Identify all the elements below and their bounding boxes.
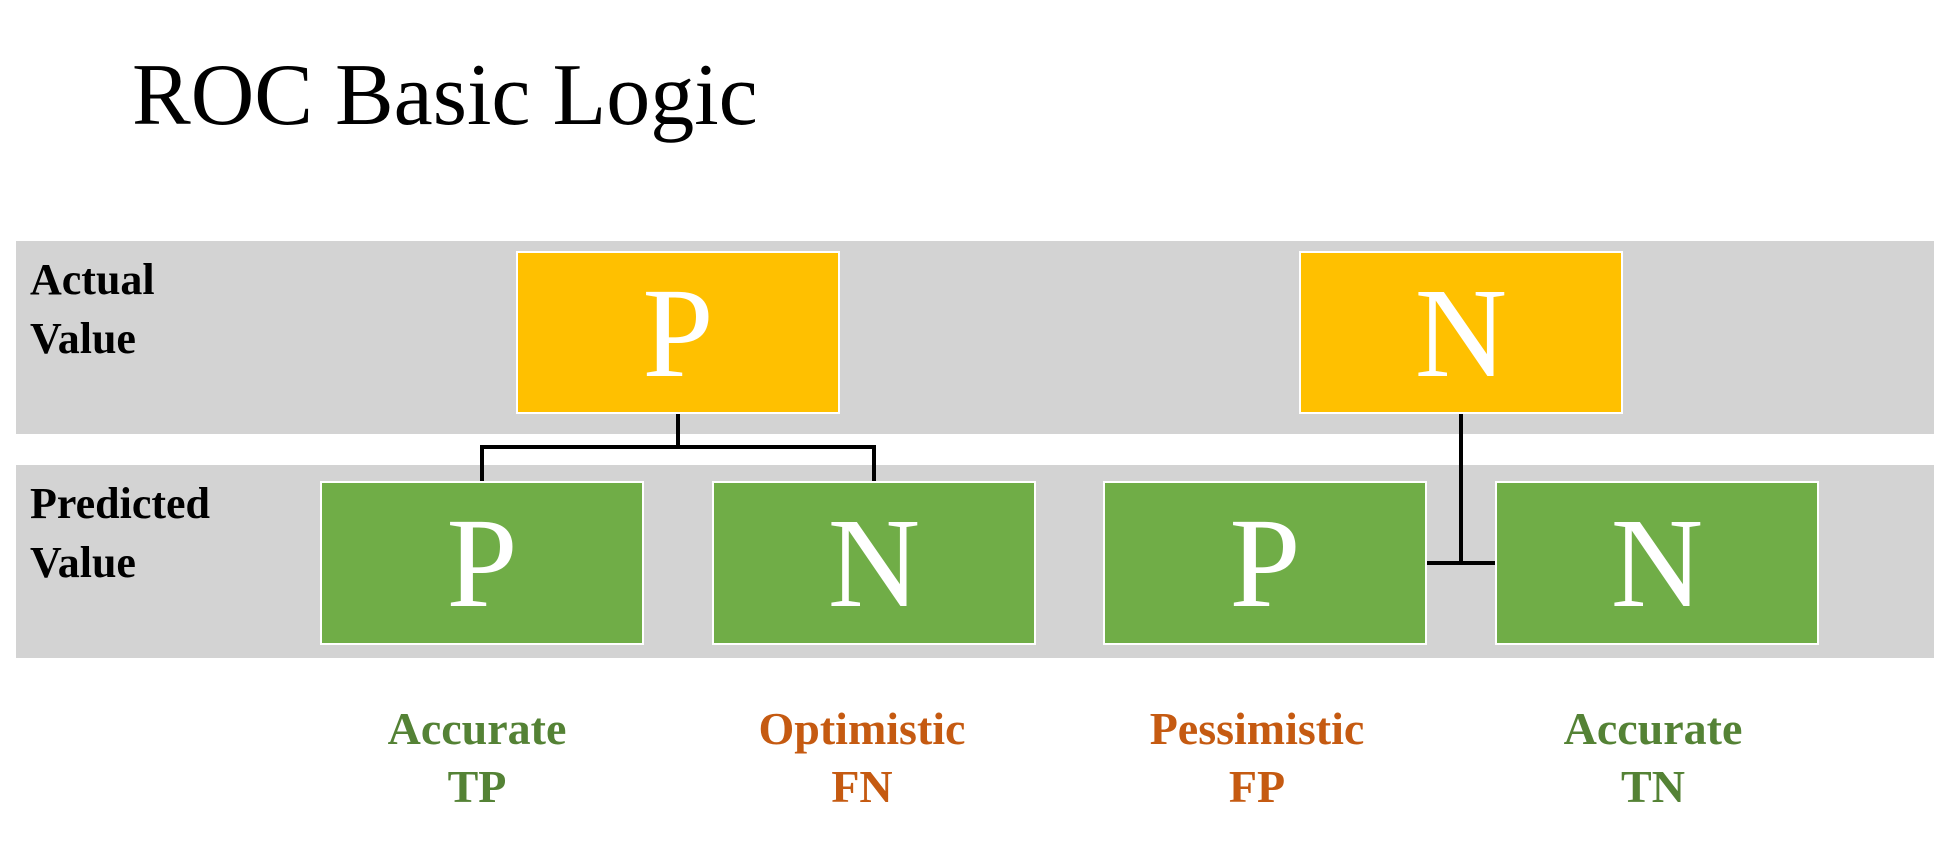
predicted-n-letter-2: N [1610,492,1704,634]
predicted-p-letter-2: P [1229,492,1301,634]
actual-value-label: Actual Value [30,250,155,368]
outcome-fp-line1: Pessimistic [1149,703,1365,754]
predicted-n-box-2: N [1495,481,1819,645]
outcome-tp-line1: Accurate [387,703,567,754]
slide-title: ROC Basic Logic [132,47,758,144]
predicted-p-box-1: P [320,481,644,645]
outcome-tn-line1: Accurate [1563,703,1743,754]
predicted-p-letter-1: P [446,492,518,634]
predicted-n-letter-1: N [827,492,921,634]
actual-p-letter: P [642,261,714,404]
outcome-tn-line2: TN [1621,761,1685,812]
outcome-fn-line2: FN [831,761,893,812]
actual-label-line2: Value [30,314,136,363]
predicted-p-box-2: P [1103,481,1427,645]
predicted-label-line2: Value [30,538,136,587]
connector-group [480,412,1497,565]
predicted-label-line1: Predicted [30,479,211,528]
actual-label-line1: Actual [30,255,155,304]
outcome-caption-fn: Optimistic FN [697,700,1027,816]
outcome-tp-line2: TP [447,761,507,812]
actual-p-box: P [516,251,840,414]
outcome-fp-line2: FP [1228,761,1286,812]
outcome-caption-tn: Accurate TN [1488,700,1818,816]
actual-n-box: N [1299,251,1623,414]
predicted-n-box-1: N [712,481,1036,645]
actual-n-letter: N [1414,261,1508,404]
outcome-fn-line1: Optimistic [758,703,966,754]
predicted-value-label: Predicted Value [30,474,210,592]
outcome-caption-fp: Pessimistic FP [1092,700,1422,816]
outcome-caption-tp: Accurate TP [312,700,642,816]
